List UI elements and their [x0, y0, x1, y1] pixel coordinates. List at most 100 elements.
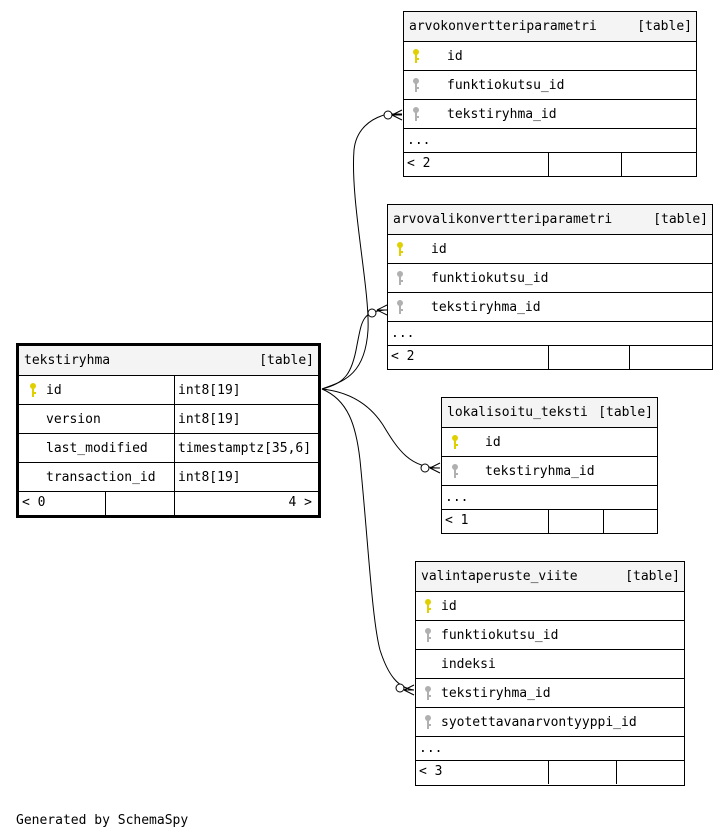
- crowfoot-2: [376, 304, 388, 316]
- column-name: id: [441, 598, 457, 614]
- table-name: arvovalikonvertteriparametri: [393, 212, 613, 227]
- column-row: id: [388, 234, 712, 263]
- generated-by-credit: Generated by SchemaSpy: [16, 813, 189, 828]
- table-name: arvokonvertteriparametri: [409, 19, 597, 34]
- column-name: version: [46, 411, 101, 427]
- column-row: tekstiryhma_id: [416, 678, 684, 707]
- table-tag: [table]: [625, 569, 680, 584]
- crowfoot-1: [391, 109, 403, 121]
- link-end-circle-2: [367, 308, 377, 318]
- link-lokalisoitu-teksti: [321, 388, 441, 469]
- column-row: id int8[19]: [19, 375, 318, 404]
- foreign-key-icon: [425, 715, 431, 729]
- link-end-circle-3: [420, 463, 430, 473]
- link-arvovalikonvertteriparametri: [321, 309, 387, 390]
- column-type: int8[19]: [174, 463, 318, 491]
- table-footer: < 3: [416, 760, 684, 784]
- column-name: tekstiryhma_id: [431, 299, 541, 315]
- column-row: funktiokutsu_id: [388, 263, 712, 292]
- table-footer: < 2: [404, 152, 696, 176]
- table-header: arvovalikonvertteriparametri [table]: [388, 205, 712, 234]
- more-columns: ...: [388, 321, 712, 345]
- table-tag: [table]: [637, 19, 692, 34]
- foreign-key-icon: [397, 300, 403, 314]
- table-footer: < 0 4 >: [19, 491, 318, 515]
- column-name: funktiokutsu_id: [447, 77, 565, 93]
- table-valintaperuste-viite[interactable]: valintaperuste_viite [table] id funktiok…: [415, 561, 685, 786]
- column-row: id: [404, 41, 696, 70]
- link-arvokonvertteriparametri: [321, 113, 402, 390]
- column-name: id: [447, 48, 463, 64]
- table-name: lokalisoitu_teksti: [447, 405, 588, 420]
- column-name: id: [46, 382, 62, 398]
- column-name: tekstiryhma_id: [441, 685, 551, 701]
- primary-key-icon: [30, 383, 36, 397]
- column-type: int8[19]: [174, 405, 318, 433]
- primary-key-icon: [452, 435, 458, 449]
- table-header: lokalisoitu_teksti [table]: [442, 398, 657, 427]
- foreign-key-icon: [425, 628, 431, 642]
- column-row: funktiokutsu_id: [416, 620, 684, 649]
- more-columns: ...: [442, 485, 657, 509]
- column-type: timestamptz[35,6]: [174, 434, 318, 462]
- footer-parents: < 1: [445, 513, 469, 528]
- foreign-key-icon: [425, 686, 431, 700]
- foreign-key-icon: [397, 271, 403, 285]
- table-name: valintaperuste_viite: [421, 569, 578, 584]
- table-tag: [table]: [259, 353, 314, 368]
- table-header: tekstiryhma [table]: [19, 346, 318, 375]
- column-row: funktiokutsu_id: [404, 70, 696, 99]
- primary-key-icon: [397, 242, 403, 256]
- column-row: version int8[19]: [19, 404, 318, 433]
- column-row: id: [442, 427, 657, 456]
- link-end-circle-4: [395, 683, 405, 693]
- table-footer: < 1: [442, 509, 657, 533]
- table-tag: [table]: [598, 405, 653, 420]
- column-type: int8[19]: [174, 376, 318, 404]
- footer-parents: < 3: [419, 764, 443, 779]
- table-name: tekstiryhma: [24, 353, 111, 368]
- column-row: tekstiryhma_id: [404, 99, 696, 128]
- column-name: transaction_id: [46, 469, 156, 485]
- footer-children: 4 >: [288, 495, 312, 510]
- column-row: tekstiryhma_id: [388, 292, 712, 321]
- column-row: id: [416, 591, 684, 620]
- foreign-key-icon: [452, 464, 458, 478]
- column-name: funktiokutsu_id: [441, 627, 559, 643]
- column-name: syotettavanarvontyyppi_id: [441, 714, 637, 730]
- column-name: tekstiryhma_id: [447, 106, 557, 122]
- link-end-circle-1: [383, 110, 393, 120]
- column-name: funktiokutsu_id: [431, 270, 549, 286]
- table-footer: < 2: [388, 345, 712, 369]
- column-row: tekstiryhma_id: [442, 456, 657, 485]
- table-tag: [table]: [653, 212, 708, 227]
- table-arvokonvertteriparametri[interactable]: arvokonvertteriparametri [table] id funk…: [403, 11, 697, 177]
- column-row: indeksi: [416, 649, 684, 678]
- column-row: transaction_id int8[19]: [19, 462, 318, 491]
- more-columns: ...: [404, 128, 696, 152]
- table-header: arvokonvertteriparametri [table]: [404, 12, 696, 41]
- foreign-key-icon: [413, 78, 419, 92]
- table-lokalisoitu-teksti[interactable]: lokalisoitu_teksti [table] id tekstiryhm…: [441, 397, 658, 534]
- column-name: tekstiryhma_id: [485, 463, 595, 479]
- footer-parents: < 0: [22, 495, 46, 510]
- footer-parents: < 2: [391, 349, 415, 364]
- crowfoot-3: [429, 462, 441, 474]
- column-name: last_modified: [46, 440, 148, 456]
- foreign-key-icon: [413, 107, 419, 121]
- table-tekstiryhma[interactable]: tekstiryhma [table] id int8[19] version …: [16, 343, 321, 518]
- column-name: indeksi: [441, 656, 496, 672]
- footer-parents: < 2: [407, 156, 431, 171]
- primary-key-icon: [413, 49, 419, 63]
- more-columns: ...: [416, 736, 684, 760]
- column-row: syotettavanarvontyyppi_id: [416, 707, 684, 736]
- primary-key-icon: [425, 599, 431, 613]
- crowfoot-4: [403, 684, 415, 696]
- table-arvovalikonvertteriparametri[interactable]: arvovalikonvertteriparametri [table] id …: [387, 204, 713, 370]
- column-name: id: [431, 241, 447, 257]
- column-row: last_modified timestamptz[35,6]: [19, 433, 318, 462]
- table-header: valintaperuste_viite [table]: [416, 562, 684, 591]
- link-valintaperuste-viite: [321, 388, 415, 691]
- column-name: id: [485, 434, 501, 450]
